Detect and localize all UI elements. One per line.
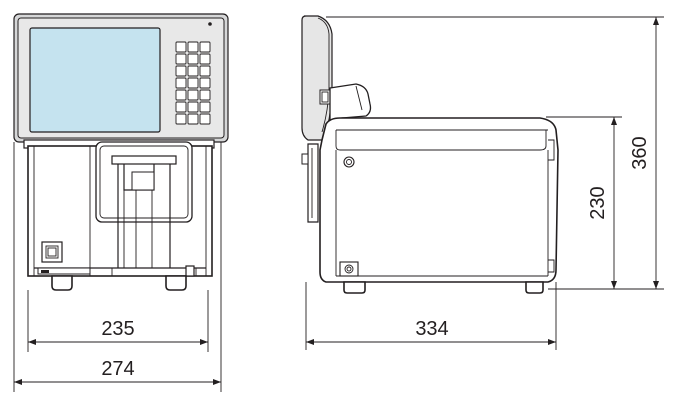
keypad-key xyxy=(175,89,187,101)
keypad-key xyxy=(187,65,199,77)
keypad-key xyxy=(175,41,187,53)
keypad-key xyxy=(175,53,187,65)
front-reagent-rack xyxy=(111,155,177,268)
keypad-key xyxy=(187,101,199,113)
front-keypad xyxy=(175,41,211,125)
front-indicator-light xyxy=(208,22,212,26)
front-foot-right xyxy=(165,275,187,291)
dimension-360: 360 xyxy=(629,17,659,289)
dimension-274: 274 xyxy=(14,358,221,385)
keypad-key xyxy=(187,53,199,65)
keypad-key xyxy=(187,41,199,53)
keypad-key xyxy=(175,113,187,125)
keypad-key xyxy=(187,89,199,101)
keypad-key xyxy=(199,101,211,113)
dimension-label-235: 235 xyxy=(101,318,134,340)
dimension-label-334: 334 xyxy=(415,318,448,340)
keypad-key xyxy=(199,113,211,125)
front-power-switch xyxy=(41,241,63,263)
dimension-235: 235 xyxy=(28,318,208,345)
keypad-key xyxy=(199,89,211,101)
keypad-key xyxy=(175,77,187,89)
front-screen xyxy=(29,27,161,133)
keypad-key xyxy=(187,77,199,89)
dimension-334: 334 xyxy=(306,318,556,345)
dimension-label-274: 274 xyxy=(101,358,134,380)
keypad-key xyxy=(175,65,187,77)
front-foot-left xyxy=(51,275,73,291)
front-card-slot xyxy=(37,267,91,275)
keypad-key xyxy=(175,101,187,113)
side-main-body xyxy=(319,117,559,283)
front-view: 235 274 xyxy=(13,13,229,392)
dimension-label-230: 230 xyxy=(587,186,609,219)
dimension-label-360: 360 xyxy=(629,136,651,169)
front-sensor-window xyxy=(185,265,195,277)
keypad-key xyxy=(199,77,211,89)
side-screw-bottom xyxy=(339,261,359,277)
keypad-key xyxy=(199,65,211,77)
keypad-key xyxy=(187,113,199,125)
side-foot-front xyxy=(343,281,366,294)
side-foot-rear xyxy=(525,281,544,294)
side-view: 334 230 360 xyxy=(301,15,664,350)
dimension-230: 230 xyxy=(587,117,617,289)
side-screw-top xyxy=(343,156,355,168)
keypad-key xyxy=(199,53,211,65)
keypad-key xyxy=(199,41,211,53)
